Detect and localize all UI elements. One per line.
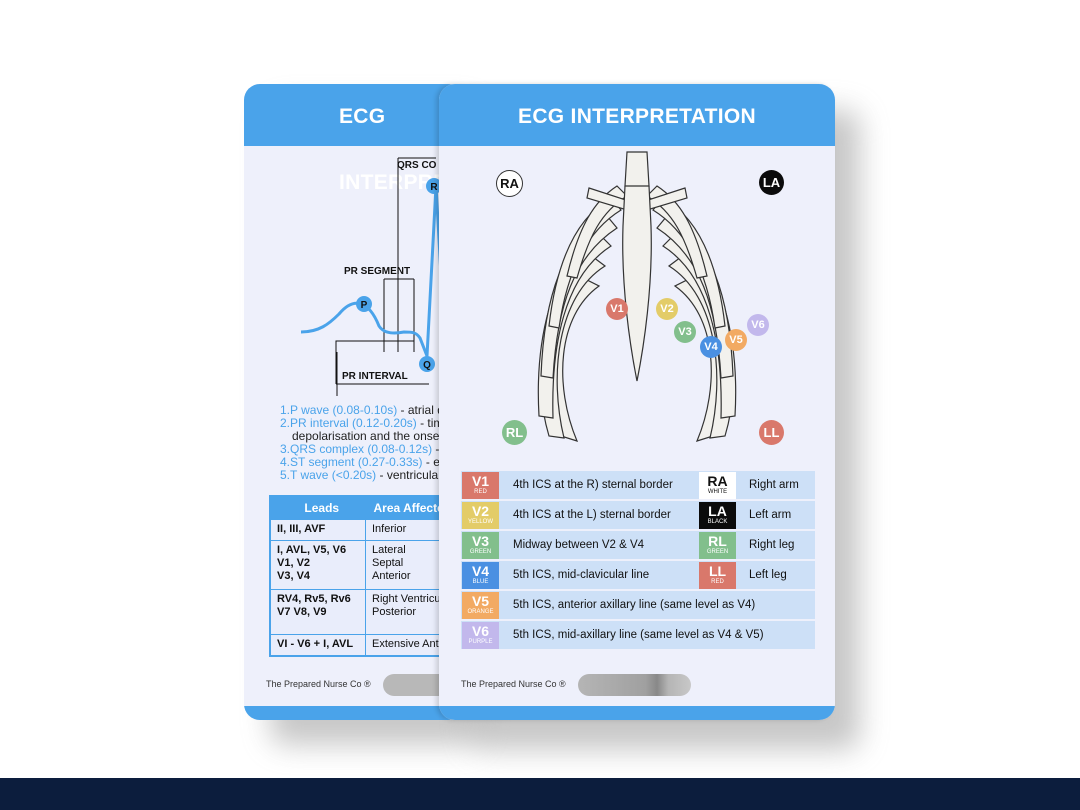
- list-item: 1.P wave (0.08-0.10s) - atrial d: [280, 403, 444, 417]
- back-card: ECG INTERPRETATION QRS CO PR SEGMENT PR …: [244, 84, 464, 720]
- front-card: ECG INTERPRETATION RA LA RL LL V1 V2 V3 …: [439, 84, 835, 720]
- back-card-title: ECG INTERPRETATION: [244, 84, 464, 194]
- electrode-v6: V6: [747, 314, 769, 336]
- svg-text:P: P: [361, 300, 368, 311]
- ecg-wave-list: 1.P wave (0.08-0.10s) - atrial d 2.PR in…: [280, 404, 464, 482]
- electrode-v5: V5: [725, 329, 747, 351]
- svg-text:Q: Q: [423, 360, 431, 371]
- electrode-v4: V4: [700, 336, 722, 358]
- back-card-footer: [244, 706, 464, 720]
- electrode-v3: V3: [674, 321, 696, 343]
- electrode-la: LA: [759, 170, 784, 195]
- page-footer-bar: [0, 778, 1080, 810]
- leads-header: Leads: [270, 496, 366, 520]
- back-brand: The Prepared Nurse Co ®: [266, 679, 371, 689]
- electrode-ra: RA: [496, 170, 523, 197]
- ecg-waveform-diagram: QRS CO PR SEGMENT PR INTERVAL P Q R: [300, 157, 464, 396]
- front-card-footer: [439, 706, 835, 720]
- list-item: 5.T wave (<0.20s) - ventricular: [280, 468, 443, 482]
- pr-segment-label: PR SEGMENT: [344, 266, 410, 277]
- svg-text:R: R: [430, 182, 438, 193]
- area-header: Area Affected: [365, 496, 463, 520]
- pr-interval-label: PR INTERVAL: [342, 371, 408, 382]
- electrode-v2: V2: [656, 298, 678, 320]
- list-item: 3.QRS complex (0.08-0.12s) -: [280, 442, 440, 456]
- list-item: 2.PR interval (0.12-0.20s) - tim: [280, 416, 444, 430]
- ribcage-illustration: [537, 151, 737, 442]
- list-item: 4.ST segment (0.27-0.33s) - e: [280, 455, 440, 469]
- front-card-title: ECG INTERPRETATION: [439, 84, 835, 146]
- qrs-label: QRS CO: [397, 160, 437, 171]
- electrode-v1: V1: [606, 298, 628, 320]
- electrode-rl: RL: [502, 420, 527, 445]
- front-grip: [578, 674, 691, 696]
- list-item-continued: depolarisation and the onse: [292, 429, 440, 443]
- front-brand: The Prepared Nurse Co ®: [461, 679, 566, 689]
- electrode-ll: LL: [759, 420, 784, 445]
